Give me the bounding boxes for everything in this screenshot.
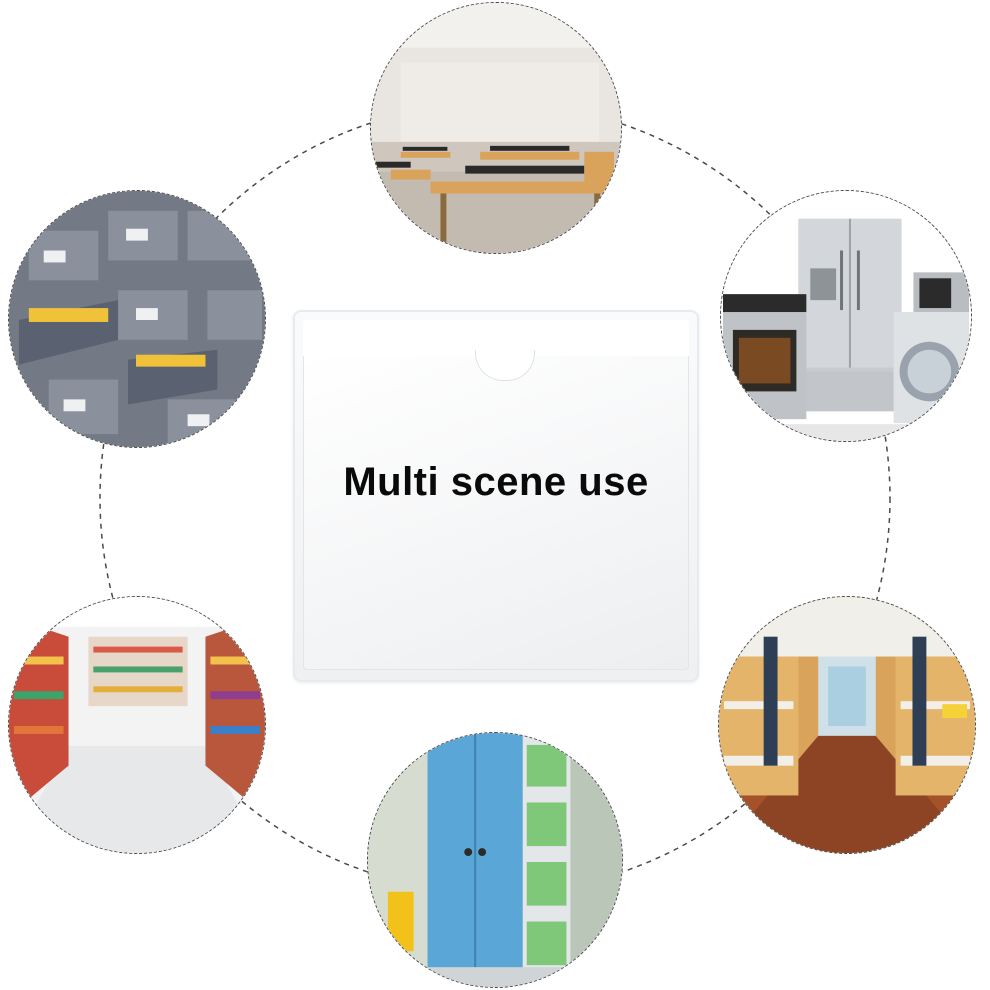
file-cabinet-scene [8,190,266,448]
cabinet-scene [367,732,623,988]
classroom-scene [370,2,622,254]
appliances-scene [720,190,972,442]
dormitory-scene [718,596,976,854]
sleeve-pocket [303,356,689,670]
supermarket-scene [8,596,266,854]
clear-card-sleeve: Multi scene use [293,310,699,682]
headline-text: Multi scene use [343,460,649,504]
